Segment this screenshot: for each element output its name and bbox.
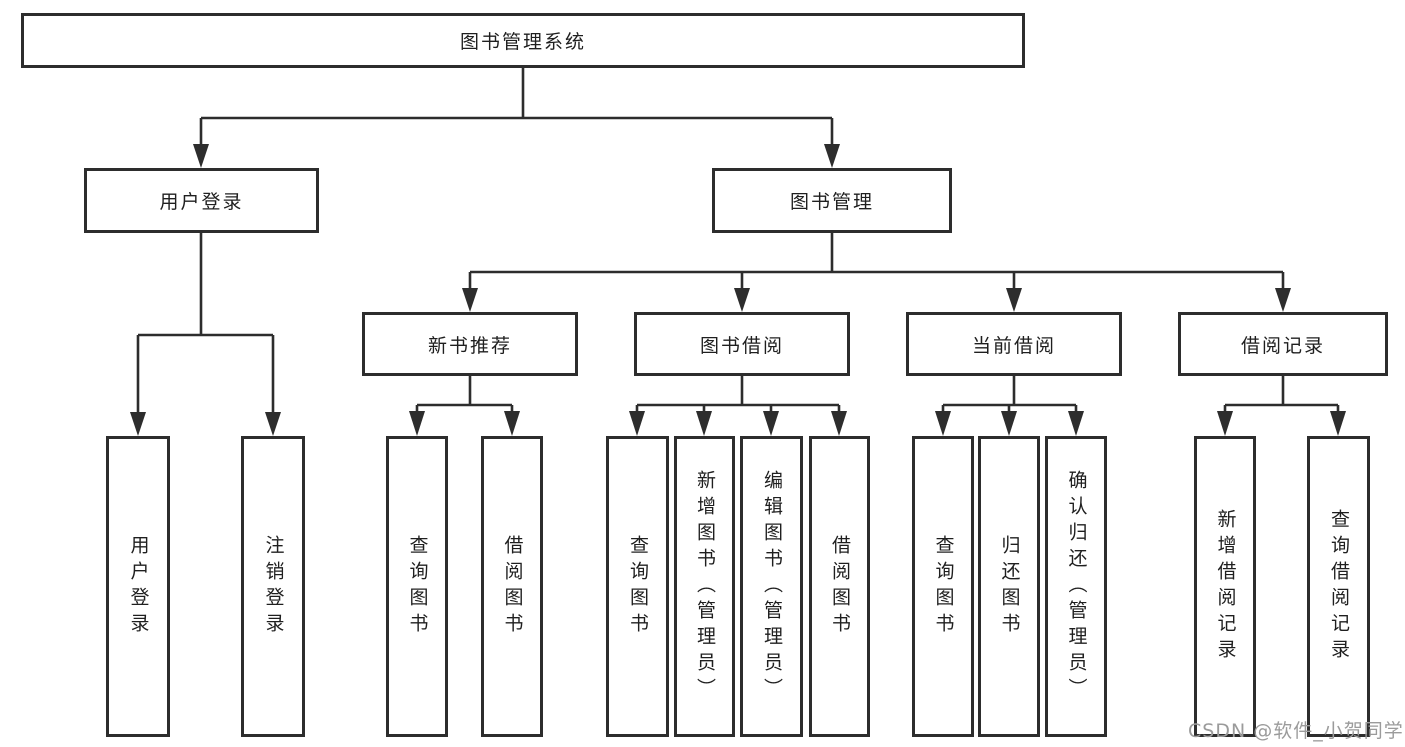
leaf-label: 编辑图书（管理员） (761, 469, 783, 704)
leaf-label: 确认归还（管理员） (1065, 469, 1088, 704)
leaf-borrow-edit-books-admin: 编辑图书（管理员） (740, 436, 803, 737)
leaf-logout-login: 注销登录 (241, 436, 305, 737)
leaf-label: 查询图书 (932, 534, 955, 639)
leaf-current-confirm-return-admin: 确认归还（管理员） (1045, 436, 1107, 737)
leaf-newbook-borrow-books: 借阅图书 (481, 436, 543, 737)
connector-current-to-leaves (941, 376, 1078, 415)
node-label: 借阅记录 (1240, 334, 1325, 357)
connector-borrow-to-leaves (635, 376, 841, 415)
connector-bookmgmt-to-level3 (468, 233, 1285, 292)
leaf-label: 借阅图书 (501, 534, 524, 639)
connector-records-to-leaves (1223, 376, 1340, 415)
arrowheads-userlogin-leaves (130, 412, 281, 436)
node-label: 图书借阅 (699, 334, 784, 357)
leaf-label: 查询图书 (406, 534, 429, 639)
node-new-book-recommend: 新书推荐 (362, 312, 578, 376)
leaf-records-add-record: 新增借阅记录 (1194, 436, 1256, 737)
leaf-label: 注销登录 (262, 534, 285, 639)
leaf-label: 用户登录 (127, 534, 150, 639)
node-borrow-records: 借阅记录 (1178, 312, 1388, 376)
leaf-label: 查询图书 (627, 534, 649, 639)
leaf-label: 新增图书（管理员） (694, 469, 716, 704)
leaf-user-login: 用户登录 (106, 436, 170, 737)
node-label: 图书管理 (789, 191, 874, 213)
node-book-borrow: 图书借阅 (634, 312, 850, 376)
leaf-borrow-add-books-admin: 新增图书（管理员） (674, 436, 735, 737)
node-current-borrow: 当前借阅 (906, 312, 1122, 376)
connector-newbook-to-leaves (415, 376, 514, 415)
leaf-label: 归还图书 (998, 534, 1021, 639)
arrowheads-leaf-row (409, 411, 1346, 436)
leaf-newbook-query-books: 查询图书 (386, 436, 448, 737)
connector-userlogin-to-leaves (136, 233, 275, 415)
leaf-records-query-record: 查询借阅记录 (1307, 436, 1370, 737)
arrowheads-level2 (193, 144, 840, 168)
leaf-current-query-books: 查询图书 (912, 436, 974, 737)
leaf-borrow-borrow-books: 借阅图书 (809, 436, 870, 737)
node-label: 当前借阅 (971, 334, 1056, 357)
leaf-current-return-books: 归还图书 (978, 436, 1040, 737)
node-label: 图书管理系统 (459, 31, 586, 53)
node-user-login: 用户登录 (84, 168, 319, 233)
node-label: 用户登录 (159, 191, 244, 213)
node-library-management-system: 图书管理系统 (21, 13, 1025, 68)
leaf-borrow-query-books: 查询图书 (606, 436, 669, 737)
leaf-label: 查询借阅记录 (1328, 508, 1350, 665)
leaf-label: 新增借阅记录 (1214, 508, 1237, 665)
arrowheads-level3 (462, 288, 1291, 312)
node-book-management: 图书管理 (712, 168, 952, 233)
csdn-watermark: CSDN @软件_小贺同学 (1188, 720, 1404, 742)
connector-root-to-level2 (199, 68, 834, 148)
leaf-label: 借阅图书 (829, 534, 851, 639)
node-label: 新书推荐 (427, 334, 512, 357)
